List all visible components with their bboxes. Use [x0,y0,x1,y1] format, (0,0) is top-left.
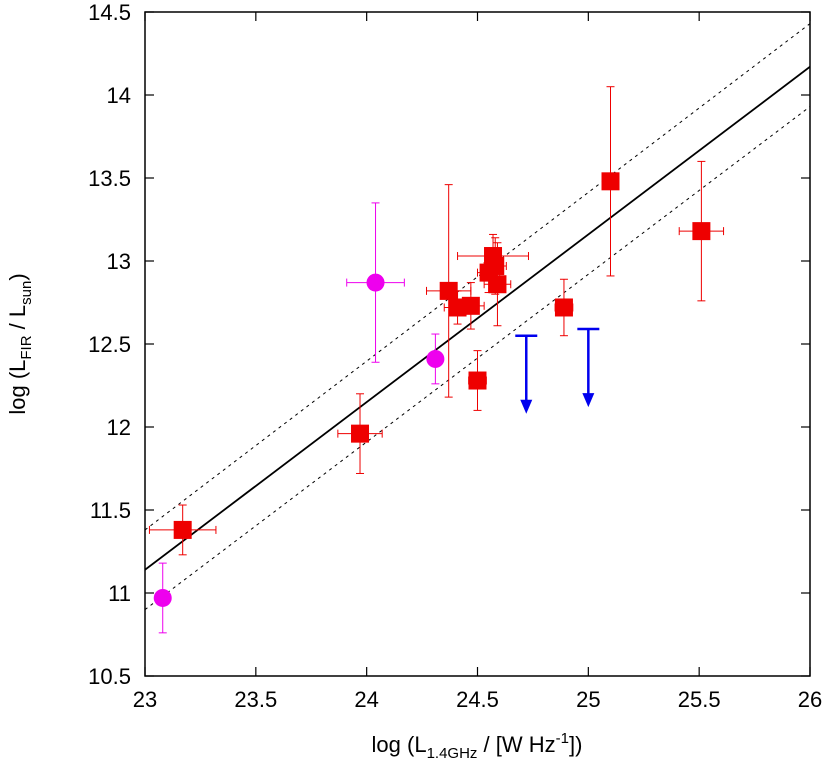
x-tick-labels: 23 23.5 24 24.5 25 25.5 26 [133,687,822,712]
y-axis-label: log (LFIR / Lsun) [5,273,35,414]
circle-data-point [426,333,445,385]
y-tick-label: 12 [107,415,131,440]
square-marker [554,298,573,317]
y-tick-label: 11 [108,581,131,606]
y-tick-label: 14 [107,83,131,108]
limit-arrowhead [582,393,595,408]
square-data-point [554,278,574,337]
square-marker [692,222,711,241]
circle-data-point [346,202,405,363]
square-data-point [468,350,487,411]
square-marker [601,172,620,191]
fit-line [145,66,810,571]
x-tick-label: 24.5 [456,687,499,712]
square-marker [488,275,507,294]
dotted-offset-line [145,106,810,610]
square-data-point [483,242,512,327]
square-data-point [678,160,725,302]
y-tick-label: 12.5 [88,332,131,357]
circle-marker [366,273,385,292]
y-tick-label: 13.5 [88,166,131,191]
x-tick-label: 25.5 [678,687,721,712]
square-marker [439,281,458,300]
circle-marker [426,349,445,368]
y-tick-labels: 10.5 11 11.5 12 12.5 13 13.5 14 14.5 [88,0,131,689]
square-marker [351,424,370,443]
y-tick-label: 13 [107,249,131,274]
x-tick-label: 25 [576,687,600,712]
square-data-point [601,86,620,277]
square-data-point [148,504,217,556]
axis-ticks [144,11,811,677]
square-data-point [483,237,507,295]
square-data-point [337,393,383,474]
y-tick-label: 11.5 [90,498,131,523]
upper-limit-arrow [577,327,600,408]
x-axis-label: log (L1.4GHz / [W Hz-1]) [372,730,583,762]
circle-data-point [153,562,172,634]
fit-lines [145,23,810,610]
plot-frame [144,11,811,677]
x-tick-label: 24 [354,687,378,712]
y-tick-label: 14.5 [88,0,131,25]
y-tick-label: 10.5 [88,664,131,689]
square-data-point [457,282,485,330]
x-tick-label: 23.5 [234,687,277,712]
upper-limit-arrow [515,334,538,414]
square-marker [486,256,505,275]
square-marker [173,520,192,539]
circle-marker [153,588,172,607]
limit-arrowhead [520,399,533,414]
square-marker [461,296,480,315]
dotted-offset-line [145,23,810,531]
x-tick-label: 23 [133,687,157,712]
data-marks [148,86,725,634]
x-tick-label: 26 [798,687,822,712]
square-marker [468,371,487,390]
